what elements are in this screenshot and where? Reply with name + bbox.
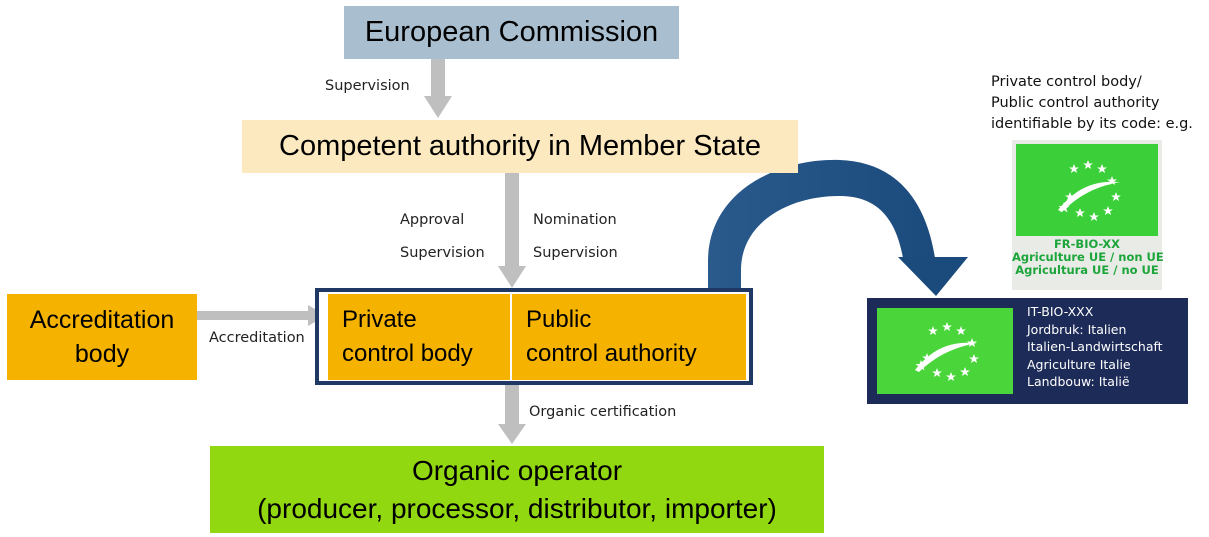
- code-note: Private control body/ Public control aut…: [991, 72, 1193, 135]
- fr-organic-label-photo: FR-BIO-XX Agriculture UE / non UE Agricu…: [1012, 140, 1164, 290]
- eu-organic-logo-icon: [1016, 144, 1158, 236]
- accreditation-body-box: Accreditation body: [7, 294, 197, 380]
- eu-organic-logo-icon: [877, 308, 1013, 394]
- code-note-line-2: Public control authority: [991, 95, 1160, 111]
- nomination-label: Nomination: [533, 212, 617, 228]
- fr-origin-2: Agricultura UE / no UE: [1015, 263, 1159, 277]
- organic-certification-label: Organic certification: [529, 404, 677, 420]
- approval-nomination-arrow: [498, 173, 526, 288]
- public-control-authority-box: Public control authority: [512, 294, 746, 380]
- private-control-body-box: Private control body: [328, 294, 510, 380]
- public-control-authority-line-1: Public: [526, 306, 592, 333]
- it-origin-2: Italien-Landwirtschaft: [1027, 339, 1163, 354]
- private-control-body-line-2: control body: [342, 340, 473, 367]
- fr-code: FR-BIO-XX: [1053, 237, 1121, 251]
- nomination-supervision-label: Supervision: [533, 245, 618, 261]
- it-origin-1: Jordbruk: Italien: [1027, 321, 1127, 337]
- supervision-label: Supervision: [325, 78, 410, 94]
- fr-label-text: FR-BIO-XX Agriculture UE / non UE Agricu…: [1012, 237, 1164, 277]
- it-organic-label-photo: IT-BIO-XXX Jordbruk: Italien Italien-Lan…: [867, 298, 1188, 404]
- certification-arrow: [498, 385, 526, 444]
- accreditation-label: Accreditation: [209, 330, 305, 346]
- accreditation-body-line-2: body: [74, 340, 130, 368]
- organic-operator-box: Organic operator (producer, processor, d…: [210, 446, 824, 533]
- european-commission-box: European Commission: [344, 6, 679, 59]
- code-note-line-1: Private control body/: [991, 74, 1142, 90]
- approval-label: Approval: [400, 212, 465, 228]
- organic-operator-line-1: Organic operator: [411, 454, 623, 486]
- fr-origin-1: Agriculture UE / non UE: [1012, 250, 1164, 264]
- european-commission-label: European Commission: [364, 16, 659, 48]
- accreditation-body-line-1: Accreditation: [29, 306, 175, 334]
- private-control-body-line-1: Private: [342, 306, 417, 333]
- it-code: IT-BIO-XXX: [1027, 304, 1094, 319]
- supervision-arrow: [424, 59, 452, 118]
- accreditation-arrow: [197, 305, 326, 326]
- it-origin-4: Landbouw: Italië: [1027, 374, 1130, 389]
- code-note-line-3: identifiable by its code: e.g.: [991, 116, 1193, 132]
- it-origin-3: Agriculture Italie: [1027, 356, 1131, 372]
- competent-authority-label: Competent authority in Member State: [279, 130, 761, 162]
- curved-code-arrow: [708, 159, 968, 296]
- approval-supervision-label: Supervision: [400, 245, 485, 261]
- public-control-authority-line-2: control authority: [526, 340, 697, 367]
- it-label-text: IT-BIO-XXX Jordbruk: Italien Italien-Lan…: [1027, 303, 1163, 391]
- organic-operator-line-2: (producer, processor, distributor, impor…: [257, 492, 777, 524]
- competent-authority-box: Competent authority in Member State: [242, 120, 798, 173]
